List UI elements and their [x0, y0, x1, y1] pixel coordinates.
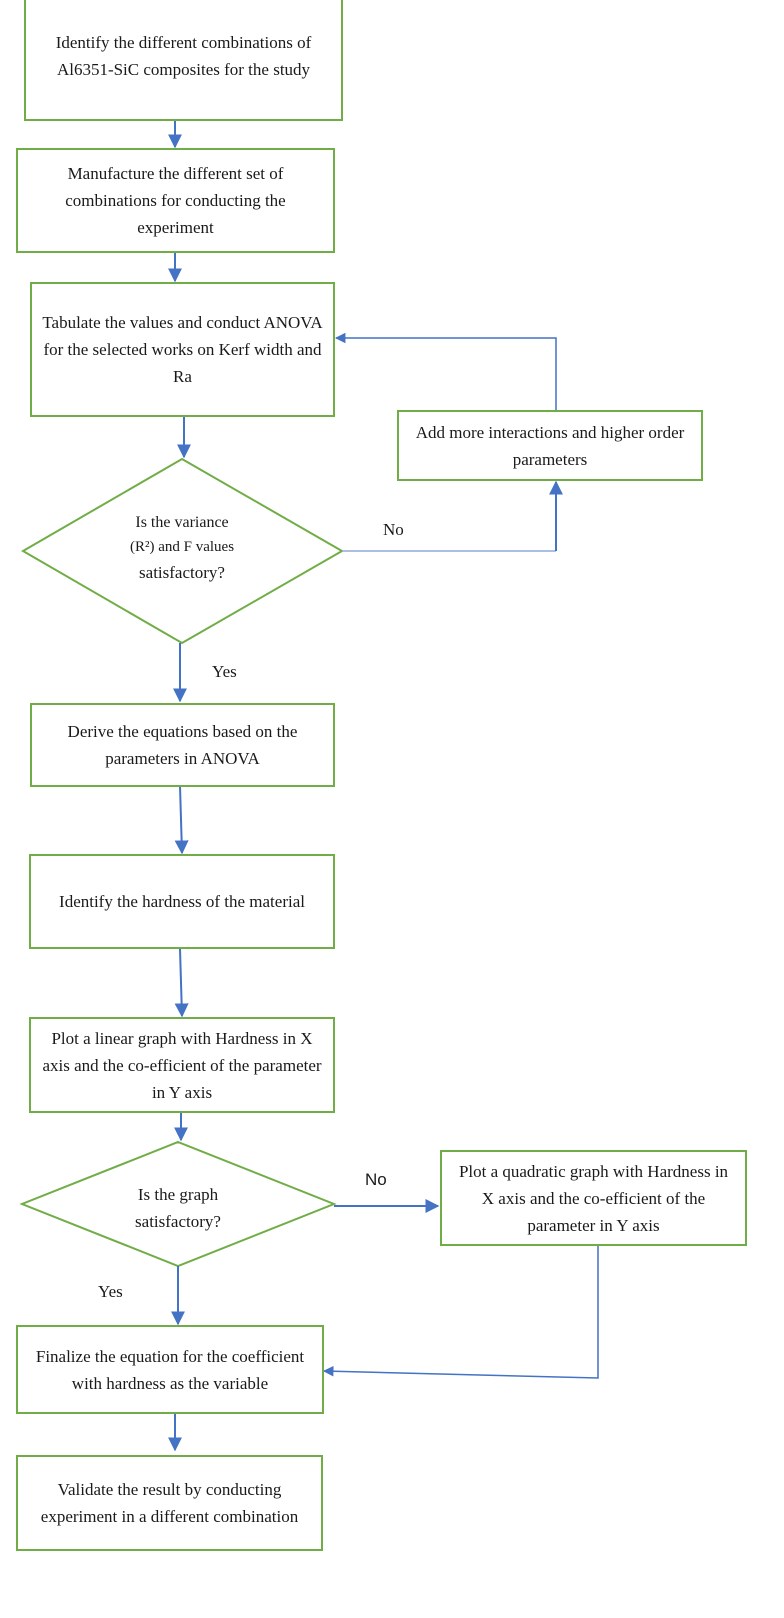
arrow-add-box-to-step3 [334, 332, 557, 411]
label-no-graph: No [365, 1170, 387, 1189]
step-plot-linear: Plot a linear graph with Hardness in X a… [29, 1017, 335, 1113]
decision-diamond-variance [21, 457, 345, 645]
label-yes-variance: Yes [212, 662, 237, 681]
decision-graph-text: Is the graph satisfactory? [135, 1185, 221, 1231]
decision-variance-line2: (R²) and F values [129, 539, 235, 555]
step-identify-combinations: Identify the different combinations of A… [24, 0, 343, 121]
arrow-quad-to-step7 [322, 1245, 599, 1379]
step-plot-quadratic: Plot a quadratic graph with Hardness in … [440, 1150, 747, 1246]
decision-variance-text: Is the variance (R²) and F values satisf… [102, 510, 262, 585]
step-derive-equations: Derive the equations based on the parame… [30, 703, 335, 787]
arrow-step5-to-step6 [174, 948, 189, 1018]
step-manufacture: Manufacture the different set of combina… [16, 148, 335, 253]
step-identify-hardness: Identify the hardness of the material [29, 854, 335, 949]
decision-variance-line1: Is the variance [135, 514, 229, 531]
arrow-step4-to-step5 [174, 785, 189, 855]
step-validate-result: Validate the result by conducting experi… [16, 1455, 323, 1551]
step-tabulate-anova: Tabulate the values and conduct ANOVA fo… [30, 282, 335, 417]
decision-variance-line3: satisfactory? [139, 563, 225, 582]
label-no-variance: No [383, 520, 404, 539]
step-add-interactions: Add more interactions and higher order p… [397, 410, 703, 481]
step-finalize-equation: Finalize the equation for the coefficien… [16, 1325, 324, 1414]
label-yes-graph: Yes [98, 1282, 123, 1301]
